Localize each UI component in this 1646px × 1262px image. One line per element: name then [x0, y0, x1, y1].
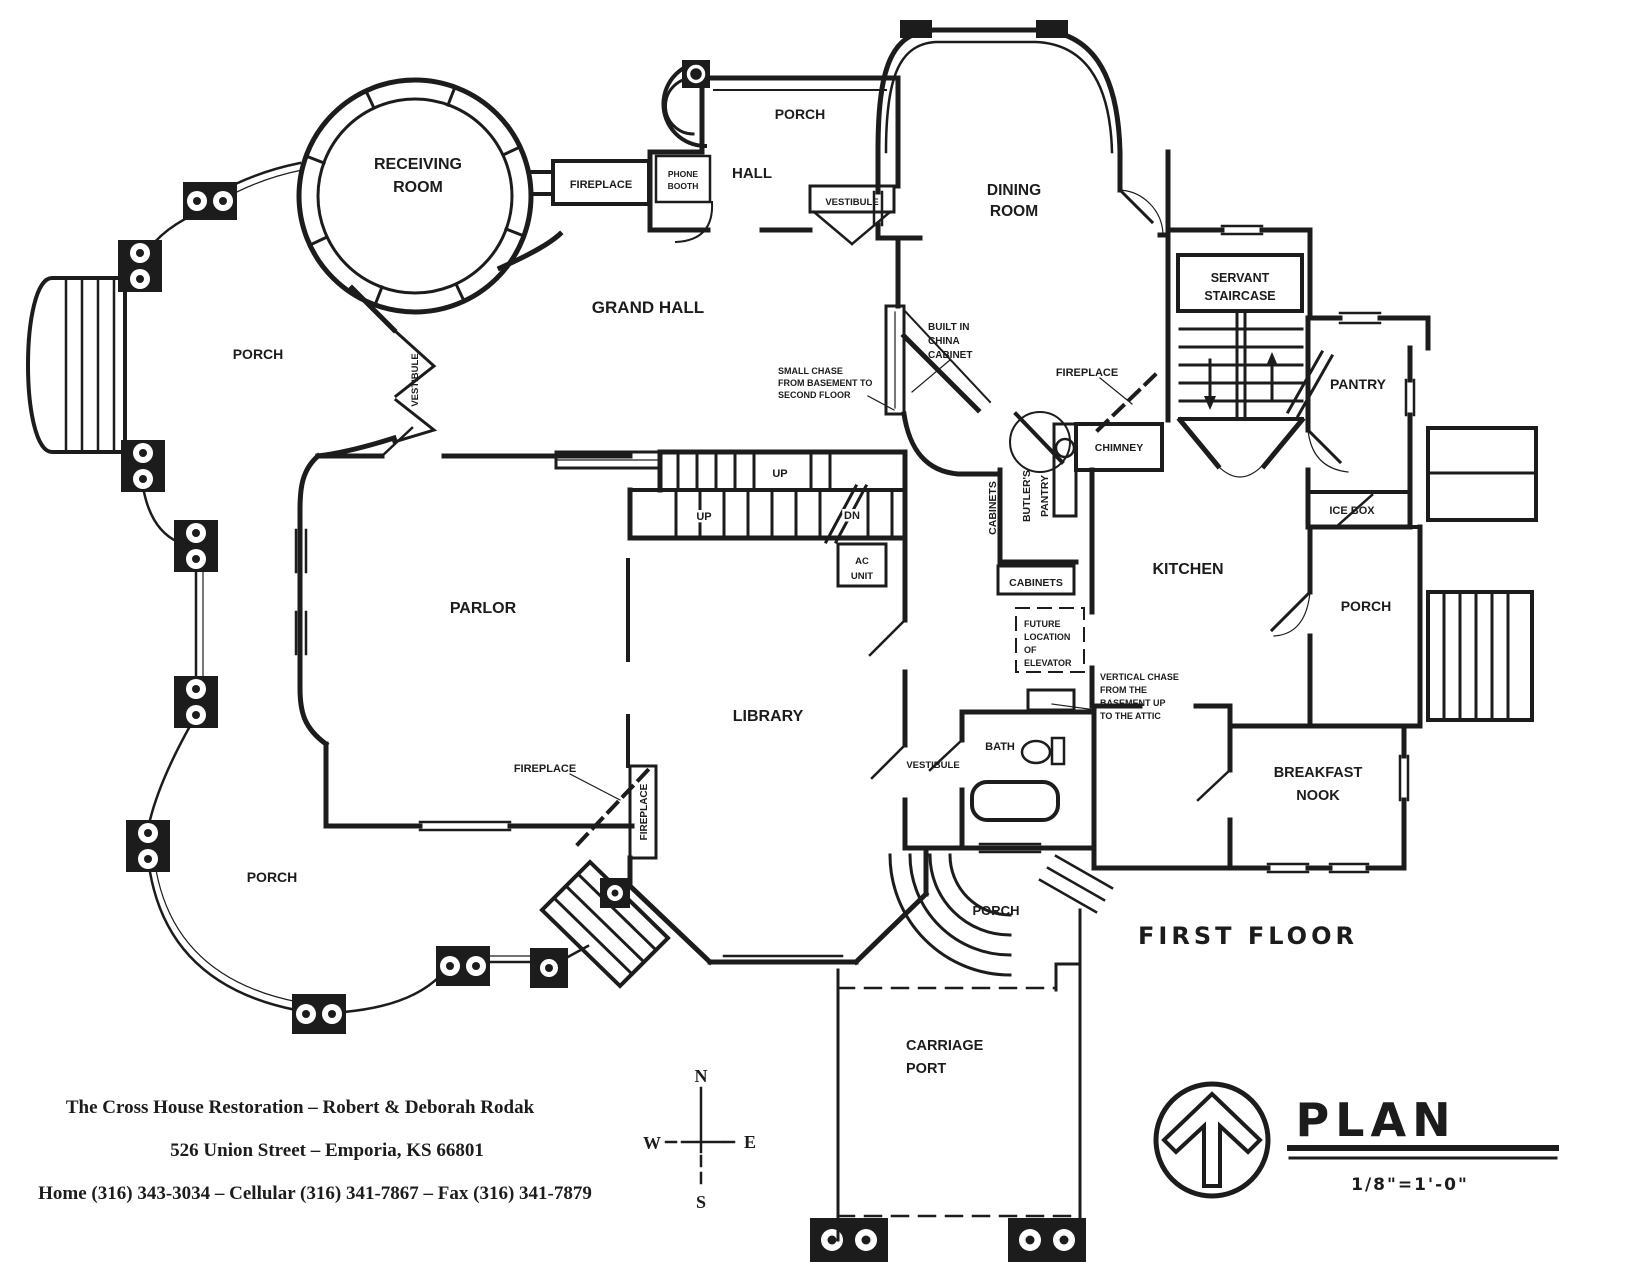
hall-walls [496, 149, 896, 272]
pantry-walls [1305, 311, 1538, 530]
compass-s: S [696, 1192, 706, 1212]
room-label-library: LIBRARY [733, 708, 804, 725]
room-label-dining-2: ROOM [990, 203, 1038, 220]
left-entry-stairs [26, 276, 127, 454]
note-china-cabinet-3: CABINET [928, 350, 972, 361]
room-label-carriage-port-2: PORT [906, 1061, 946, 1077]
note-vertical-chase-3: BASEMENT UP [1100, 698, 1166, 708]
floor-label: FIRST FLOOR [1138, 922, 1358, 950]
room-label-vestibule-parlor: VESTIBULE [410, 353, 421, 406]
stair-label-up-lower: UP [696, 511, 711, 523]
stair-label-dn-lower: DN [844, 510, 860, 522]
footer-line-1: The Cross House Restoration – Robert & D… [66, 1097, 535, 1118]
room-label-butlers-pantry-1: BUTLER'S [1021, 470, 1033, 522]
servant-staircase [1165, 149, 1335, 478]
ac-unit-box [836, 542, 888, 588]
main-staircase [554, 449, 908, 545]
compass-e: E [744, 1132, 756, 1152]
ac-unit-label-2: UNIT [851, 571, 873, 582]
room-label-dining-1: DINING [987, 182, 1041, 199]
feature-label-fireplace-library: FIREPLACE [639, 783, 650, 840]
footer-line-2: 526 Union Street – Emporia, KS 66801 [170, 1140, 484, 1161]
room-label-porch-bottom-left: PORCH [247, 869, 298, 885]
stair-label-up-top: UP [772, 468, 787, 480]
parlor-walls [294, 426, 635, 832]
note-elevator-2: LOCATION [1024, 632, 1070, 642]
room-label-porch-right: PORCH [1341, 598, 1392, 614]
room-label-carriage-port-1: CARRIAGE [906, 1038, 984, 1054]
room-label-vestibule-bath: VESTIBULE [906, 760, 959, 771]
plan-stamp [1153, 1081, 1559, 1199]
note-china-cabinet-2: CHINA [928, 336, 960, 347]
porch-column-ring [686, 64, 706, 84]
top-porch-walls [661, 59, 901, 189]
feature-label-ice-box: ICE BOX [1329, 505, 1375, 517]
note-vertical-chase-2: FROM THE [1100, 685, 1147, 695]
room-label-bath: BATH [985, 741, 1015, 753]
carriage-port-outline [836, 908, 1082, 1242]
room-label-receiving-1: RECEIVING [374, 156, 462, 173]
room-label-pantry: PANTRY [1330, 376, 1387, 392]
parlor-vestibule [315, 284, 438, 459]
room-label-phone-booth-1: PHONE [668, 169, 699, 179]
butlers-pantry-zone [884, 237, 1079, 596]
room-label-grand-hall: GRAND HALL [592, 298, 704, 317]
porch-columns [118, 182, 1086, 1262]
room-label-vestibule-hall: VESTIBULE [825, 197, 878, 208]
drawing-title: PLAN [1295, 1093, 1456, 1147]
room-label-butlers-pantry-2: PANTRY [1039, 475, 1051, 517]
dining-room-walls [872, 20, 1171, 241]
room-label-breakfast-nook-2: NOOK [1296, 788, 1340, 804]
room-label-breakfast-nook-1: BREAKFAST [1274, 765, 1363, 781]
room-label-porch-top: PORCH [775, 106, 826, 122]
rear-curved-steps [888, 853, 1114, 977]
room-label-hall: HALL [732, 165, 772, 182]
ac-unit-label-1: AC [855, 556, 869, 567]
note-elevator-3: OF [1024, 645, 1037, 655]
feature-label-fireplace-parlor: FIREPLACE [514, 763, 576, 775]
compass-w: W [643, 1133, 661, 1153]
room-label-porch-bottom-center: PORCH [973, 903, 1020, 918]
room-label-servant-staircase-2: STAIRCASE [1204, 289, 1275, 303]
feature-label-chimney: CHIMNEY [1095, 442, 1143, 454]
right-porch [1269, 524, 1534, 729]
footer-line-3: Home (316) 343-3034 – Cellular (316) 341… [38, 1183, 592, 1204]
room-label-phone-booth-2: BOOTH [668, 181, 699, 191]
room-label-porch-left: PORCH [233, 346, 284, 362]
room-label-kitchen: KITCHEN [1152, 561, 1223, 578]
note-elevator-1: FUTURE [1024, 619, 1061, 629]
bay-stairs [539, 859, 671, 989]
note-small-chase-2: FROM BASEMENT TO [778, 378, 872, 388]
receiving-tower-walls [296, 77, 534, 315]
compass-rose [664, 1086, 740, 1186]
library-walls [569, 369, 1161, 966]
room-label-parlor: PARLOR [450, 600, 517, 617]
note-vertical-chase-1: VERTICAL CHASE [1100, 672, 1179, 682]
feature-label-cabinets-box: CABINETS [1009, 577, 1063, 589]
room-label-receiving-2: ROOM [393, 179, 443, 196]
north-arrow-icon [1161, 1091, 1263, 1188]
drawing-scale: 1/8"=1'-0" [1351, 1175, 1469, 1195]
room-label-servant-staircase-1: SERVANT [1211, 271, 1270, 285]
compass-n: N [695, 1066, 708, 1086]
breakfast-nook-walls [1196, 703, 1423, 874]
note-china-cabinet-1: BUILT IN [928, 322, 969, 333]
note-small-chase-1: SMALL CHASE [778, 366, 843, 376]
note-elevator-4: ELEVATOR [1024, 658, 1072, 668]
feature-label-fireplace-receiving: FIREPLACE [570, 179, 632, 191]
feature-label-cabinets-vertical: CABINETS [987, 481, 999, 535]
note-small-chase-3: SECOND FLOOR [778, 390, 851, 400]
porch-rails [141, 161, 590, 1014]
note-vertical-chase-4: TO THE ATTIC [1100, 711, 1161, 721]
feature-label-fireplace-dining: FIREPLACE [1056, 367, 1118, 379]
